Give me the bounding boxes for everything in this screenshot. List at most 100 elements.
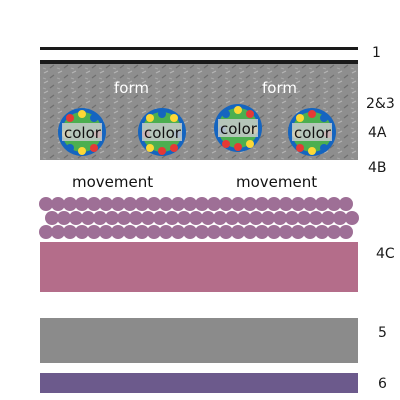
layer-4c-dots (39, 197, 359, 239)
blob-dot (146, 144, 154, 152)
layer-4c-dot (93, 211, 107, 225)
layer-4c-dot (201, 211, 215, 225)
layer-4c-dot (339, 197, 353, 211)
layer-4c-dot (219, 197, 233, 211)
layer-1-line (40, 47, 358, 50)
layer-4c-dot (135, 225, 149, 239)
layer-4c-dot (117, 211, 131, 225)
layer-5-band (40, 318, 358, 363)
layer-4c-dot (339, 225, 353, 239)
layer-4c-dot (297, 211, 311, 225)
layer-4c-dot (243, 197, 257, 211)
layer-4c-dot (273, 211, 287, 225)
color-blob: color (138, 108, 186, 156)
layer-4c-dot (147, 225, 161, 239)
layer-4c-dot (141, 211, 155, 225)
layer-4c-dot (87, 197, 101, 211)
layer-4c-dot (87, 225, 101, 239)
blob-dot (234, 106, 242, 114)
layer-4c-dot (195, 225, 209, 239)
layer-4c-dot (63, 197, 77, 211)
layer-4c-dot (291, 225, 305, 239)
layer-4c-dot (303, 225, 317, 239)
movement-label-right: movement (236, 173, 317, 191)
blob-dot (90, 144, 98, 152)
layer-4c-dot (267, 197, 281, 211)
layer-4c-dot (255, 197, 269, 211)
color-label-box (292, 123, 332, 141)
blob-dot (234, 143, 242, 151)
blob-dot (66, 114, 74, 122)
layer-4c-dot (63, 225, 77, 239)
layer-4c-dot (171, 197, 185, 211)
layer-4c-dot (291, 197, 305, 211)
layer-4c-dot (261, 211, 275, 225)
layer-4c-dot (189, 211, 203, 225)
layer-4c-dot (57, 211, 71, 225)
layer-4c-dot (183, 197, 197, 211)
blob-dot (90, 114, 98, 122)
layer-label-6: 6 (378, 376, 387, 392)
blob-dot (246, 110, 254, 118)
layer-4c-dot (165, 211, 179, 225)
layer-4c-dot (321, 211, 335, 225)
layer-4c-dot (237, 211, 251, 225)
layer-4c-dot (51, 197, 65, 211)
color-label: color (144, 124, 182, 142)
layer-4c-dot (105, 211, 119, 225)
layer-4c-dot (111, 225, 125, 239)
layer-4c-dot (123, 225, 137, 239)
layer-4c-dot (99, 197, 113, 211)
color-blob: color (288, 108, 336, 156)
layer-4c-dot (231, 225, 245, 239)
layer-4c-dot (123, 197, 137, 211)
blob-dot (170, 114, 178, 122)
layer-4c-dot (345, 211, 359, 225)
layer-4c-dot (243, 225, 257, 239)
layer-label-4c: 4C (376, 246, 395, 262)
color-label: color (220, 120, 258, 138)
layer-4c-dot (99, 225, 113, 239)
layer-label-4b: 4B (368, 160, 387, 176)
layer-4c-dot (39, 197, 53, 211)
layer-4c-dot (213, 211, 227, 225)
layer-4c-dot (129, 211, 143, 225)
color-label: color (64, 124, 102, 142)
blob-dot (246, 140, 254, 148)
layer-4c-dot (279, 225, 293, 239)
layer-4c-dot (303, 197, 317, 211)
blob-dot (78, 147, 86, 155)
layer-label-2and3: 2&3 (366, 96, 395, 112)
layer-4c-dot (333, 211, 347, 225)
layer-6-band (40, 373, 358, 393)
blob-dot (146, 114, 154, 122)
layer-4c-dot (279, 197, 293, 211)
layer-4c-dot (327, 197, 341, 211)
blob-dot (78, 110, 86, 118)
blob-dot (222, 140, 230, 148)
layer-4c-dot (75, 225, 89, 239)
layer-4c-dot (309, 211, 323, 225)
layer-4c-dot (159, 197, 173, 211)
movement-label-left: movement (72, 173, 153, 191)
blob-dot (170, 144, 178, 152)
layer-label-4a: 4A (368, 125, 387, 141)
color-label: color (294, 124, 332, 142)
layer-label-1: 1 (372, 45, 381, 61)
form-label-left: form (114, 79, 149, 97)
form-label-right: form (262, 79, 297, 97)
layer-4c-dot (75, 197, 89, 211)
layer-2-3-top-border (40, 60, 358, 64)
layer-4c-dot (177, 211, 191, 225)
layer-4c-dot (219, 225, 233, 239)
layer-4c-dot (111, 197, 125, 211)
layer-4c-dot (153, 211, 167, 225)
color-blob: color (58, 108, 106, 156)
blob-dot (222, 110, 230, 118)
layer-4c-dot (231, 197, 245, 211)
blob-dot (320, 144, 328, 152)
color-label-box (142, 123, 182, 141)
blob-dot (320, 114, 328, 122)
layer-4c-dot (45, 211, 59, 225)
